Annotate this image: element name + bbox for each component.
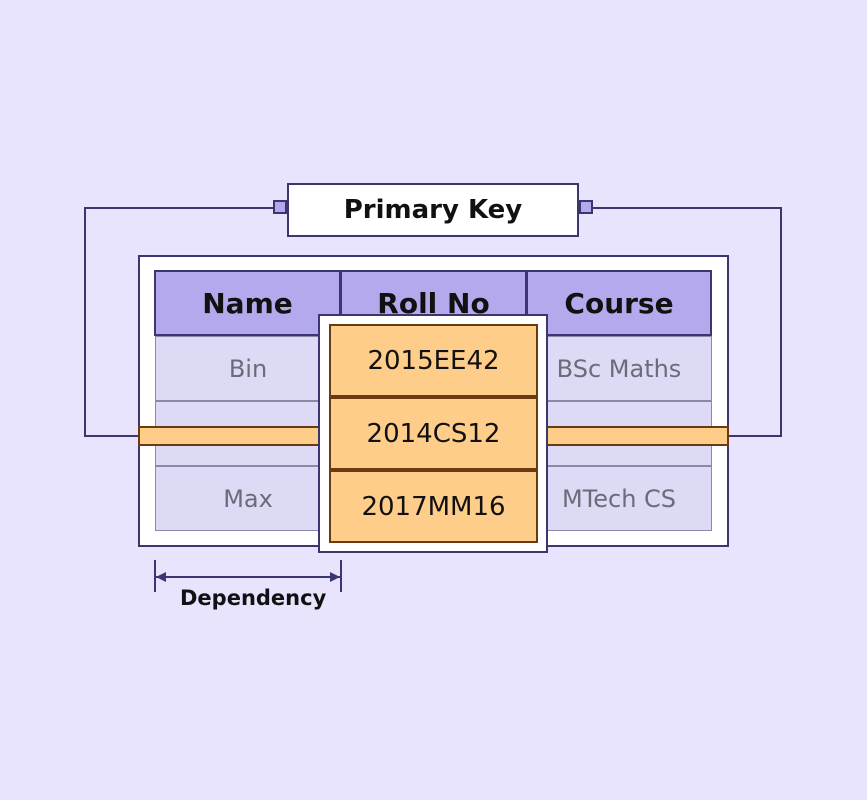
dependency-bar-right [546, 426, 729, 446]
roll-no-cell: 2015EE42 [329, 324, 538, 397]
dependency-tick-right [340, 560, 342, 592]
roll-no-cell: 2014CS12 [329, 397, 538, 470]
pk-link-right-v [780, 207, 782, 437]
cell-course: BSc Maths [526, 336, 712, 401]
pk-link-right-h2 [725, 435, 782, 437]
roll-no-cell: 2017MM16 [329, 470, 538, 543]
primary-key-label: Primary Key [287, 183, 579, 237]
cell-name: Bin [155, 336, 341, 401]
pk-link-left-v [84, 207, 86, 437]
arrow-heads-icon [156, 572, 340, 582]
dependency-label: Dependency [180, 586, 327, 610]
dependency-tick-left [154, 560, 156, 592]
dependency-arrow-line [156, 576, 340, 578]
pk-connector-right [579, 200, 593, 214]
cell-course: MTech CS [526, 466, 712, 531]
pk-link-left-h2 [84, 435, 144, 437]
pk-link-left-h [84, 207, 274, 209]
dependency-bar-left [138, 426, 320, 446]
header-name: Name [154, 270, 341, 336]
header-course: Course [526, 270, 712, 336]
pk-connector-left [273, 200, 287, 214]
pk-link-right-h [592, 207, 782, 209]
cell-name: Max [155, 466, 341, 531]
